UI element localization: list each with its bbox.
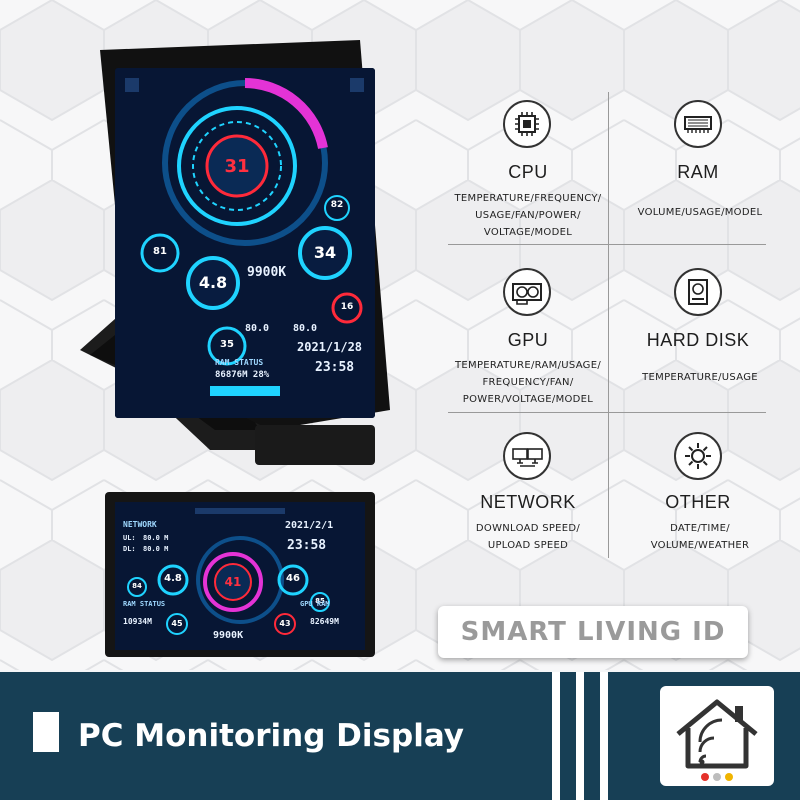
landscape-cpu-temp: 41 [224,575,242,589]
landscape-ram-label: RAM STATUS [123,600,166,608]
cpu-model: 9900K [247,265,287,280]
landscape-model: 9900K [213,630,244,641]
grid-divider [608,92,609,558]
smart-home-icon [676,699,758,781]
ul-value: 80.0 M [143,534,169,542]
gpu-gauge-readout: 34 [313,243,337,262]
feature-desc-other: DATE/TIME/VOLUME/WEATHER [650,523,750,551]
ul-label: UL: [123,534,136,542]
landscape-ram-value: 10934M [123,617,152,626]
feature-desc-gpu: TEMPERATURE/RAM/USAGE/FREQUENCY/FAN/POWE… [454,360,601,405]
small-gauge-right: 16 [340,302,354,312]
feature-title-hard-disk: HARD DISK [646,330,750,350]
sun-icon [674,432,722,480]
landscape-gpu-ram-label: GPU RAM [300,600,330,608]
landscape-left-small: 84 [132,582,142,590]
small-gauge-left: 35 [220,339,234,350]
landscape-gauge-left: 45 [171,619,183,628]
landscape-gauge-right: 43 [279,619,291,628]
landscape-gpu-ram-value: 82649M [310,617,339,626]
banner-decoration [552,672,608,800]
freq-right: 80.0 [293,323,318,334]
top-right-readout: 82 [330,200,344,210]
ram-status-value: 86876M 28% [215,370,270,380]
cpu-gauge-readout: 4.8 [198,273,228,292]
ram-status-label: RAM STATUS [215,358,264,367]
dl-value: 80.0 M [143,545,169,553]
grid-divider [448,412,766,413]
banner-title: PC Monitoring Display [78,718,464,754]
freq-left: 80.0 [245,323,270,334]
brand-badge: SMART LIVING ID [438,606,748,658]
landscape-time: 23:58 [287,538,327,553]
hard-disk-icon [674,268,722,316]
landscape-right-small: 85 [315,597,325,605]
feature-title-cpu: CPU [508,162,548,182]
left-readout: 81 [153,246,167,257]
network-computers-icon [503,432,551,480]
network-label: NETWORK [123,520,157,529]
time-readout: 23:58 [315,360,355,375]
portrait-dashboard-graphics [115,68,375,418]
feature-title-ram: RAM [677,162,719,182]
cpu-temp-readout: 31 [224,156,250,177]
dl-label: DL: [123,545,136,553]
feature-title-gpu: GPU [507,330,549,350]
feature-title-network: NETWORK [480,492,576,512]
landscape-date: 2021/2/1 [285,520,334,531]
smart-home-logo [660,686,774,786]
feature-desc-network: DOWNLOAD SPEED/UPLOAD SPEED [475,523,581,551]
grid-divider [448,244,766,245]
landscape-gpu-gauge: 46 [286,573,300,584]
feature-desc-hard-disk: TEMPERATURE/USAGE [642,372,758,383]
graphics-card-icon [503,268,551,316]
landscape-dashboard-graphics [115,502,365,650]
ram-module-icon [674,100,722,148]
feature-title-other: OTHER [665,492,731,512]
landscape-monitor-screen: NETWORK UL: 80.0 M DL: 80.0 M 2021/2/1 2… [115,502,365,650]
landscape-cpu-gauge: 4.8 [164,573,182,584]
feature-desc-ram: VOLUME/USAGE/MODEL [637,207,763,218]
date-readout: 2021/1/28 [297,340,363,354]
cpu-chip-icon [503,100,551,148]
banner-bar-icon [33,712,59,752]
feature-desc-cpu: TEMPERATURE/FREQUENCY/USAGE/FAN/POWER/VO… [454,193,602,238]
brand-name: SMART LIVING ID [460,617,726,647]
portrait-monitor-screen: 31 82 81 4.8 34 9900K 80.0 80.0 35 16 20… [115,68,375,418]
